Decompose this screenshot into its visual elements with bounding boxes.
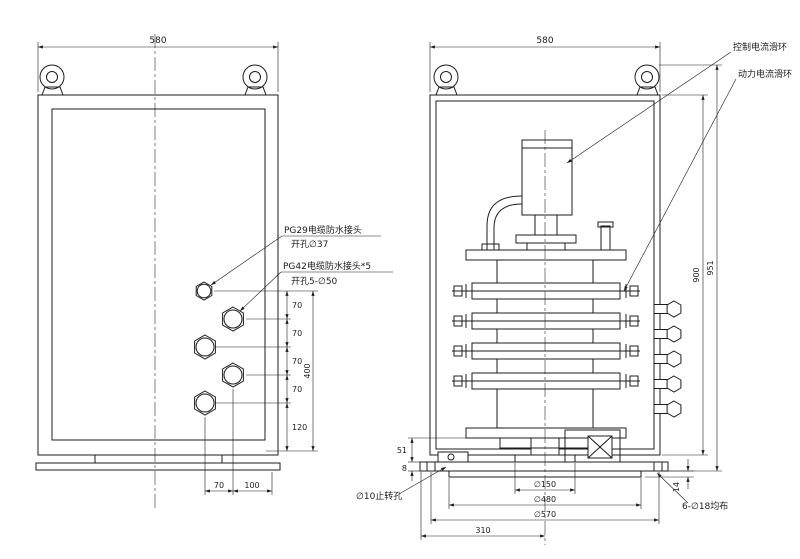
cable-conduit: [486, 195, 523, 250]
pg42-gland-hex: [222, 306, 244, 332]
pg42-gland-hex: [222, 362, 244, 388]
side-width-dim: 580: [536, 36, 553, 46]
pg29-gland-hex: [195, 281, 213, 301]
anti-rotation-hole: [447, 453, 455, 461]
front-view: 580 PG29电缆防水接头 开孔∅37 PG42电缆防水接头*5 开孔5-∅5…: [35, 34, 393, 508]
wall-gland-hex: [666, 375, 682, 393]
wall-gland-hex: [666, 300, 682, 318]
side-wall-glands: [653, 300, 682, 418]
lifting-eye-base: [41, 86, 64, 96]
front-vertical-dim-chain: 70 70 70 70 120 400: [214, 290, 318, 452]
pitch-dim: 70: [292, 301, 302, 310]
bolt-hole: [653, 461, 663, 472]
pg42-label: PG42电缆防水接头*5: [283, 260, 371, 272]
dim-310: 310: [475, 526, 490, 535]
front-cable-glands: [194, 281, 244, 416]
overall-vertical-dim: 400: [303, 363, 312, 378]
bottom-dim-70: 70: [214, 481, 224, 490]
front-gland-callouts: PG29电缆防水接头 开孔∅37 PG42电缆防水接头*5 开孔5-∅50: [210, 224, 393, 312]
pg42-hole-label: 开孔5-∅50: [291, 276, 338, 287]
pg42-gland-hex: [194, 390, 216, 416]
pg29-hole-label: 开孔∅37: [291, 239, 328, 250]
power-ring-label: 动力电流滑环: [738, 68, 792, 80]
base-plate: [419, 461, 669, 472]
height-dim-951: 951: [706, 260, 715, 275]
slip-ring-assembly: [452, 139, 640, 439]
base-assembly: [419, 429, 669, 478]
bottom-dim-100: 100: [244, 481, 259, 490]
pitch-dim: 70: [292, 385, 302, 394]
dim-14: 14: [672, 482, 681, 492]
front-top-dimension: 580: [37, 36, 279, 92]
bottom-offset-dim: 120: [292, 423, 307, 432]
bolt-pattern-label: 6-∅18均布: [682, 500, 728, 512]
wall-gland-hex: [666, 350, 682, 368]
side-lifting-eyes: [433, 64, 660, 96]
lifting-eye-base: [244, 86, 267, 96]
side-small-dims: 51 8 14: [397, 437, 694, 492]
dim-8: 8: [402, 464, 407, 473]
front-cabinet-outline: [37, 94, 279, 456]
bolt-hole: [426, 461, 436, 472]
lifting-eye-base: [636, 86, 659, 96]
dim-51: 51: [397, 446, 407, 455]
front-lifting-eyes: [39, 64, 268, 96]
control-ring-label: 控制电流滑环: [733, 41, 787, 53]
anti-rotation-label: ∅10止转孔: [356, 490, 402, 502]
control-slip-ring-cylinder: [521, 139, 573, 216]
side-view: 580: [356, 36, 792, 545]
anti-rotation-block: [437, 451, 469, 463]
front-base: [35, 454, 281, 471]
pitch-dim: 70: [292, 357, 302, 366]
pitch-dim: 70: [292, 329, 302, 338]
dim-phi570: ∅570: [534, 510, 556, 519]
ring-terminal-studs: [452, 284, 640, 388]
front-bottom-dims: 70 100: [204, 389, 273, 495]
wall-gland-hex: [666, 325, 682, 343]
power-slip-ring-rows: [471, 282, 621, 390]
terminal-tube: [600, 225, 611, 251]
stack-top-plate: [465, 249, 627, 261]
lifting-eye-base: [435, 86, 458, 96]
ring-callouts: 控制电流滑环 动力电流滑环: [566, 41, 792, 292]
side-callouts: ∅10止转孔 6-∅18均布: [356, 466, 728, 512]
wall-gland-hex: [666, 400, 682, 418]
pg29-label: PG29电缆防水接头: [284, 224, 362, 236]
front-width-dim: 580: [149, 36, 166, 46]
side-top-dimension: 580: [429, 36, 661, 92]
height-dim-900: 900: [692, 267, 701, 282]
pg42-gland-hex: [194, 334, 216, 360]
